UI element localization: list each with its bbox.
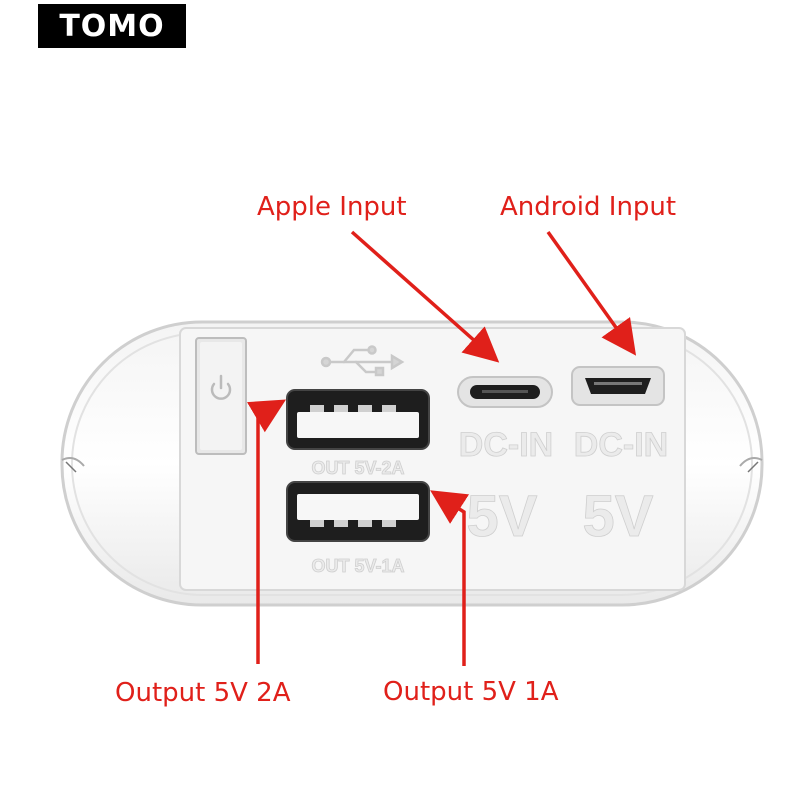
dc-in-label-right: DC-IN	[574, 426, 668, 464]
callout-android-input: Android Input	[500, 192, 677, 222]
voltage-label-right: 5V	[583, 484, 654, 549]
usb-icon	[320, 345, 405, 377]
arrow-apple-input	[350, 230, 500, 363]
usb-port-2a[interactable]	[286, 389, 430, 450]
annotation-arrows	[246, 230, 637, 666]
callout-output-1a: Output 5V 1A	[383, 677, 559, 707]
usb-port-1a[interactable]	[286, 481, 430, 542]
voltage-label-left: 5V	[467, 484, 538, 549]
apple-input-port[interactable]	[457, 376, 553, 408]
dc-in-label-left: DC-IN	[459, 426, 553, 464]
brand-logo: TOMO	[38, 4, 186, 48]
power-button[interactable]	[195, 337, 247, 455]
arrow-output-1a	[430, 490, 470, 666]
arrow-output-2a	[246, 399, 287, 664]
port-label-1a: OUT 5V-1A	[311, 556, 404, 576]
power-icon	[210, 374, 232, 400]
android-input-port[interactable]	[571, 366, 665, 406]
port-label-2a: OUT 5V-2A	[311, 458, 404, 478]
callout-output-2a: Output 5V 2A	[115, 678, 291, 708]
callout-apple-input: Apple Input	[257, 192, 407, 222]
arrow-android-input	[546, 230, 637, 356]
